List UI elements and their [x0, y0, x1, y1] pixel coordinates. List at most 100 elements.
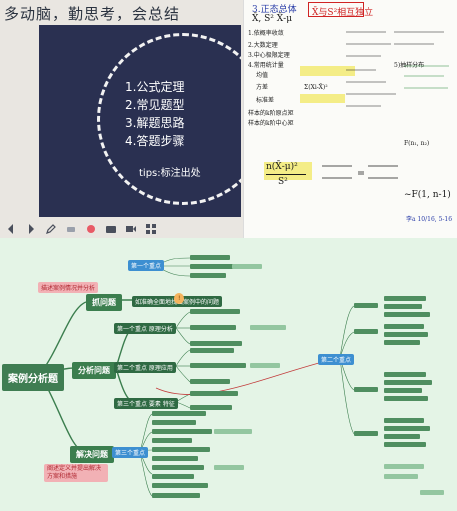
note-label: 均值	[256, 72, 269, 79]
mindmap-leaf[interactable]	[384, 464, 424, 469]
mindmap-leaf[interactable]	[232, 264, 262, 269]
mindmap-leaf[interactable]	[190, 273, 226, 278]
mindmap-leaf[interactable]	[384, 474, 418, 479]
mindmap-tag[interactable]: 描述案例情况并分析	[38, 282, 99, 293]
mindmap-leaf[interactable]	[354, 387, 378, 392]
mindmap-sub[interactable]: 第三个重点 要素 特征	[114, 398, 178, 409]
slide-panel: 多动脑，勤思考，会总结 1.公式定理 2.常见题型 3.解题思路 4.答题步骤 …	[0, 0, 243, 238]
note-item: 5)抽样分布	[394, 62, 425, 69]
scribble-fractions	[322, 165, 398, 179]
note-topline: X̄, S² X̄-μ	[252, 14, 293, 24]
mindmap-blue-node[interactable]: 第一个重点	[128, 260, 165, 271]
note-formula: F(n₁, n₂)	[404, 140, 430, 147]
note-date: 李a 10/16, 5-16	[406, 216, 453, 223]
mindmap-leaf[interactable]	[384, 372, 426, 377]
mindmap-badge[interactable]: !	[174, 293, 185, 304]
back-icon[interactable]	[4, 222, 18, 236]
mindmap-leaf[interactable]	[190, 264, 238, 269]
mindmap-leaf[interactable]	[384, 434, 420, 439]
slide-list-item: 3.解题思路	[125, 116, 185, 130]
note-label: 方差	[256, 84, 269, 91]
mindmap-leaf[interactable]	[152, 438, 192, 443]
note-boxed-title: X̄与S²相互独立	[312, 8, 374, 18]
slide-list-item: 4.答题步骤	[125, 134, 185, 148]
mindmap-leaf[interactable]	[152, 456, 198, 461]
mindmap-leaf[interactable]	[190, 405, 232, 410]
mindmap-leaf[interactable]	[152, 429, 212, 434]
note-formula: S²	[278, 177, 288, 187]
mindmap-leaf[interactable]	[384, 380, 432, 385]
highlight	[264, 162, 312, 180]
slide-list-item: 1.公式定理	[125, 80, 185, 94]
mindmap-leaf[interactable]	[190, 309, 240, 314]
mindmap-leaf[interactable]	[152, 465, 204, 470]
mindmap-leaf[interactable]	[384, 312, 430, 317]
pen-icon[interactable]	[44, 222, 58, 236]
forward-icon[interactable]	[24, 222, 38, 236]
mindmap-blue-node[interactable]: 第二个重点	[318, 354, 355, 365]
note-result: ~F(1, n-1)	[404, 190, 451, 200]
mindmap-leaf[interactable]	[190, 379, 230, 384]
note-label: 样本的k阶原点矩	[248, 110, 294, 117]
note-item: 3.中心极限定理	[248, 52, 290, 59]
mindmap-leaf[interactable]	[190, 348, 234, 353]
mindmap-leaf[interactable]	[152, 493, 200, 498]
note-label: 标准差	[256, 97, 275, 104]
slide-list-item: 2.常见题型	[125, 98, 185, 112]
mindmap-leaf[interactable]	[214, 429, 252, 434]
mindmap-leaf[interactable]	[190, 341, 242, 346]
mindmap-root[interactable]: 案例分析题	[2, 364, 64, 391]
mindmap-leaf[interactable]	[384, 332, 428, 337]
mindmap-leaf[interactable]	[250, 363, 280, 368]
fraction-line	[266, 174, 306, 175]
highlight	[300, 94, 345, 103]
mindmap-branch[interactable]: 解决问题	[70, 446, 114, 463]
mindmap-leaf[interactable]	[190, 255, 230, 260]
grid-icon[interactable]	[144, 222, 158, 236]
mindmap-leaf[interactable]	[354, 329, 378, 334]
mindmap-leaf[interactable]	[420, 490, 444, 495]
mindmap-leaf[interactable]	[190, 363, 246, 368]
mindmap-leaf[interactable]	[384, 426, 430, 431]
note-label: 样本的k阶中心矩	[248, 120, 294, 127]
record-icon[interactable]	[124, 222, 138, 236]
mindmap-leaf[interactable]	[384, 442, 426, 447]
mindmap-tag[interactable]: 阐述定义并提出解决方案和措施	[44, 464, 108, 482]
mindmap-leaf[interactable]	[152, 447, 210, 452]
note-topline: 3.正态总体	[252, 5, 297, 15]
mindmap-leaf[interactable]	[384, 418, 424, 423]
slide-heading: 多动脑，勤思考，会总结	[4, 5, 181, 23]
mindmap-sub[interactable]: 第二个重点 原理应用	[114, 362, 176, 373]
boxed-title-frame	[308, 2, 364, 17]
mindmap-leaf[interactable]	[152, 474, 194, 479]
mindmap-leaf[interactable]	[354, 303, 378, 308]
mindmap-sub[interactable]: 第三个重点	[112, 447, 149, 458]
mindmap-leaf[interactable]	[250, 325, 286, 330]
mindmap-leaf[interactable]	[384, 324, 424, 329]
mindmap-leaf[interactable]	[152, 483, 208, 488]
mindmap-leaf[interactable]	[190, 325, 236, 330]
mindmap-sub[interactable]: 第一个重点 原理分析	[114, 323, 176, 334]
mindmap-leaf[interactable]	[384, 396, 428, 401]
mindmap-leaf[interactable]	[354, 431, 378, 436]
mindmap-panel: 案例分析题 描述案例情况并分析 抓问题 如准确全面地找出案例中的问题 ! 第一个…	[0, 238, 457, 511]
eraser-icon[interactable]	[64, 222, 78, 236]
mindmap-branch[interactable]: 分析问题	[72, 362, 116, 379]
note-item: 2.大数定理	[248, 42, 278, 49]
pointer-icon[interactable]	[84, 222, 98, 236]
mindmap-leaf[interactable]	[384, 340, 420, 345]
mindmap-leaf[interactable]	[384, 296, 426, 301]
note-item: 4.常用统计量	[248, 62, 284, 69]
mindmap-leaf[interactable]	[384, 304, 422, 309]
note-item: 1.依概率收敛	[248, 30, 284, 37]
mindmap-leaf[interactable]	[152, 411, 206, 416]
camera-icon[interactable]	[104, 222, 118, 236]
slide-toolbar	[0, 219, 243, 238]
highlight	[300, 66, 355, 76]
scribble-formulas	[346, 31, 449, 107]
mindmap-leaf[interactable]	[384, 388, 422, 393]
mindmap-leaf[interactable]	[214, 465, 244, 470]
mindmap-branch[interactable]: 抓问题	[86, 294, 122, 311]
mindmap-leaf[interactable]	[190, 391, 238, 396]
mindmap-leaf[interactable]	[152, 420, 196, 425]
